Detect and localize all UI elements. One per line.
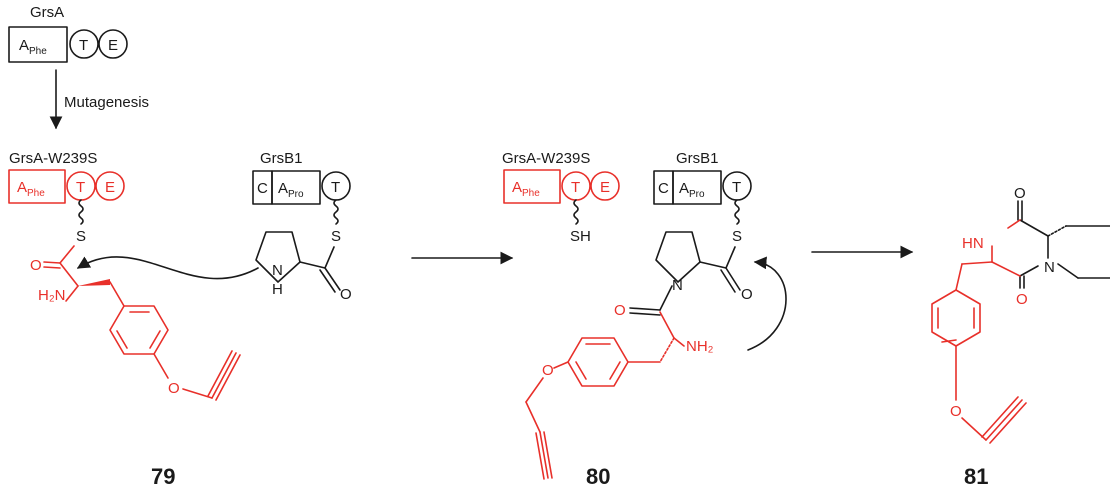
ring-nh: HN [962,235,984,252]
ether-oxygen: O [950,403,962,420]
grsB1-module-1: GrsB1 C APro T [252,150,351,205]
grsA-label: GrsA [30,4,64,21]
t-domain-circle [69,29,99,59]
dipeptide-80 [525,231,741,480]
free-thiol: SH [570,228,591,245]
a-domain-label: APhe [19,37,47,57]
c-domain-label: C [658,180,669,197]
grsA-mutant-label: GrsA-W239S [502,150,590,167]
grsA-mutant-module-1: GrsA-W239S APhe T E [8,150,125,204]
a-domain-box [8,26,68,63]
c-domain-label: C [257,180,268,197]
a-phe-domain-label: APhe [512,179,540,199]
t-domain-label: T [732,179,741,196]
ether-oxygen: O [542,362,554,379]
diketopiperazine-81 [931,200,1110,444]
compound-number-80: 80 [586,464,610,489]
e-domain-label: E [105,179,115,196]
a-pro-domain-box [672,170,722,205]
benzene-ring [931,289,981,347]
amide-nitrogen: N [672,277,683,294]
thioester-sulfur: S [732,228,742,245]
benzene-ring [567,337,629,387]
phosphopantetheine-wavy-bond [734,199,740,225]
cyclization-arrow [747,256,787,351]
ring-nh-hydrogen: H [272,281,283,298]
phenylalanine-residue-79 [43,245,241,401]
a-pro-domain-label: APro [679,180,705,200]
pyrrolidine-ring [655,231,701,283]
e-domain-circle [98,29,128,59]
grsA-mutant-module-2: GrsA-W239S APhe T E [502,150,620,204]
amine-group: NH₂ [686,338,714,355]
pyrrolidine-ring [255,231,301,283]
thioester-sulfur: S [331,228,341,245]
a-phe-domain-label: APhe [17,179,45,199]
grsB1-label: GrsB1 [260,150,303,167]
compound-number-81: 81 [964,464,988,489]
ether-oxygen: O [168,380,180,397]
proline-residue-79 [255,231,341,293]
e-domain-label: E [600,179,610,196]
e-domain-label: E [108,37,118,54]
grsB1-module-2: GrsB1 C APro T [653,150,752,205]
carbonyl-oxygen-top: O [1014,185,1026,202]
t-domain-label: T [331,179,340,196]
a-pro-domain-box [271,170,321,205]
grsB1-label: GrsB1 [676,150,719,167]
a-phe-domain-box [503,169,561,204]
carbonyl-oxygen: O [30,257,42,274]
compound-number-79: 79 [151,464,175,489]
t-domain-label: T [76,179,85,196]
thioester-sulfur: S [76,228,86,245]
amine-group: H₂N [38,287,66,304]
grsA-mutant-label: GrsA-W239S [9,150,97,167]
ring-nitrogen: N [272,262,283,279]
e-domain-circle [590,171,620,201]
carbonyl-oxygen: O [741,286,753,303]
a-phe-domain-box [8,169,66,204]
ring-nitrogen: N [1044,259,1055,276]
phosphopantetheine-wavy-bond [333,199,339,225]
carbonyl-oxygen-bottom: O [1016,291,1028,308]
grsA-wildtype-module: GrsA APhe T E [8,4,128,63]
phosphopantetheine-wavy-bond [78,199,84,225]
amide-oxygen: O [614,302,626,319]
e-domain-circle [95,171,125,201]
phosphopantetheine-wavy-bond [573,199,579,225]
benzene-ring [109,305,169,355]
carbonyl-oxygen: O [340,286,352,303]
mutagenesis-label: Mutagenesis [64,94,149,111]
nucleophilic-attack-arrow [76,256,259,280]
t-domain-label: T [79,37,88,54]
t-domain-label: T [571,179,580,196]
a-pro-domain-label: APro [278,180,304,200]
